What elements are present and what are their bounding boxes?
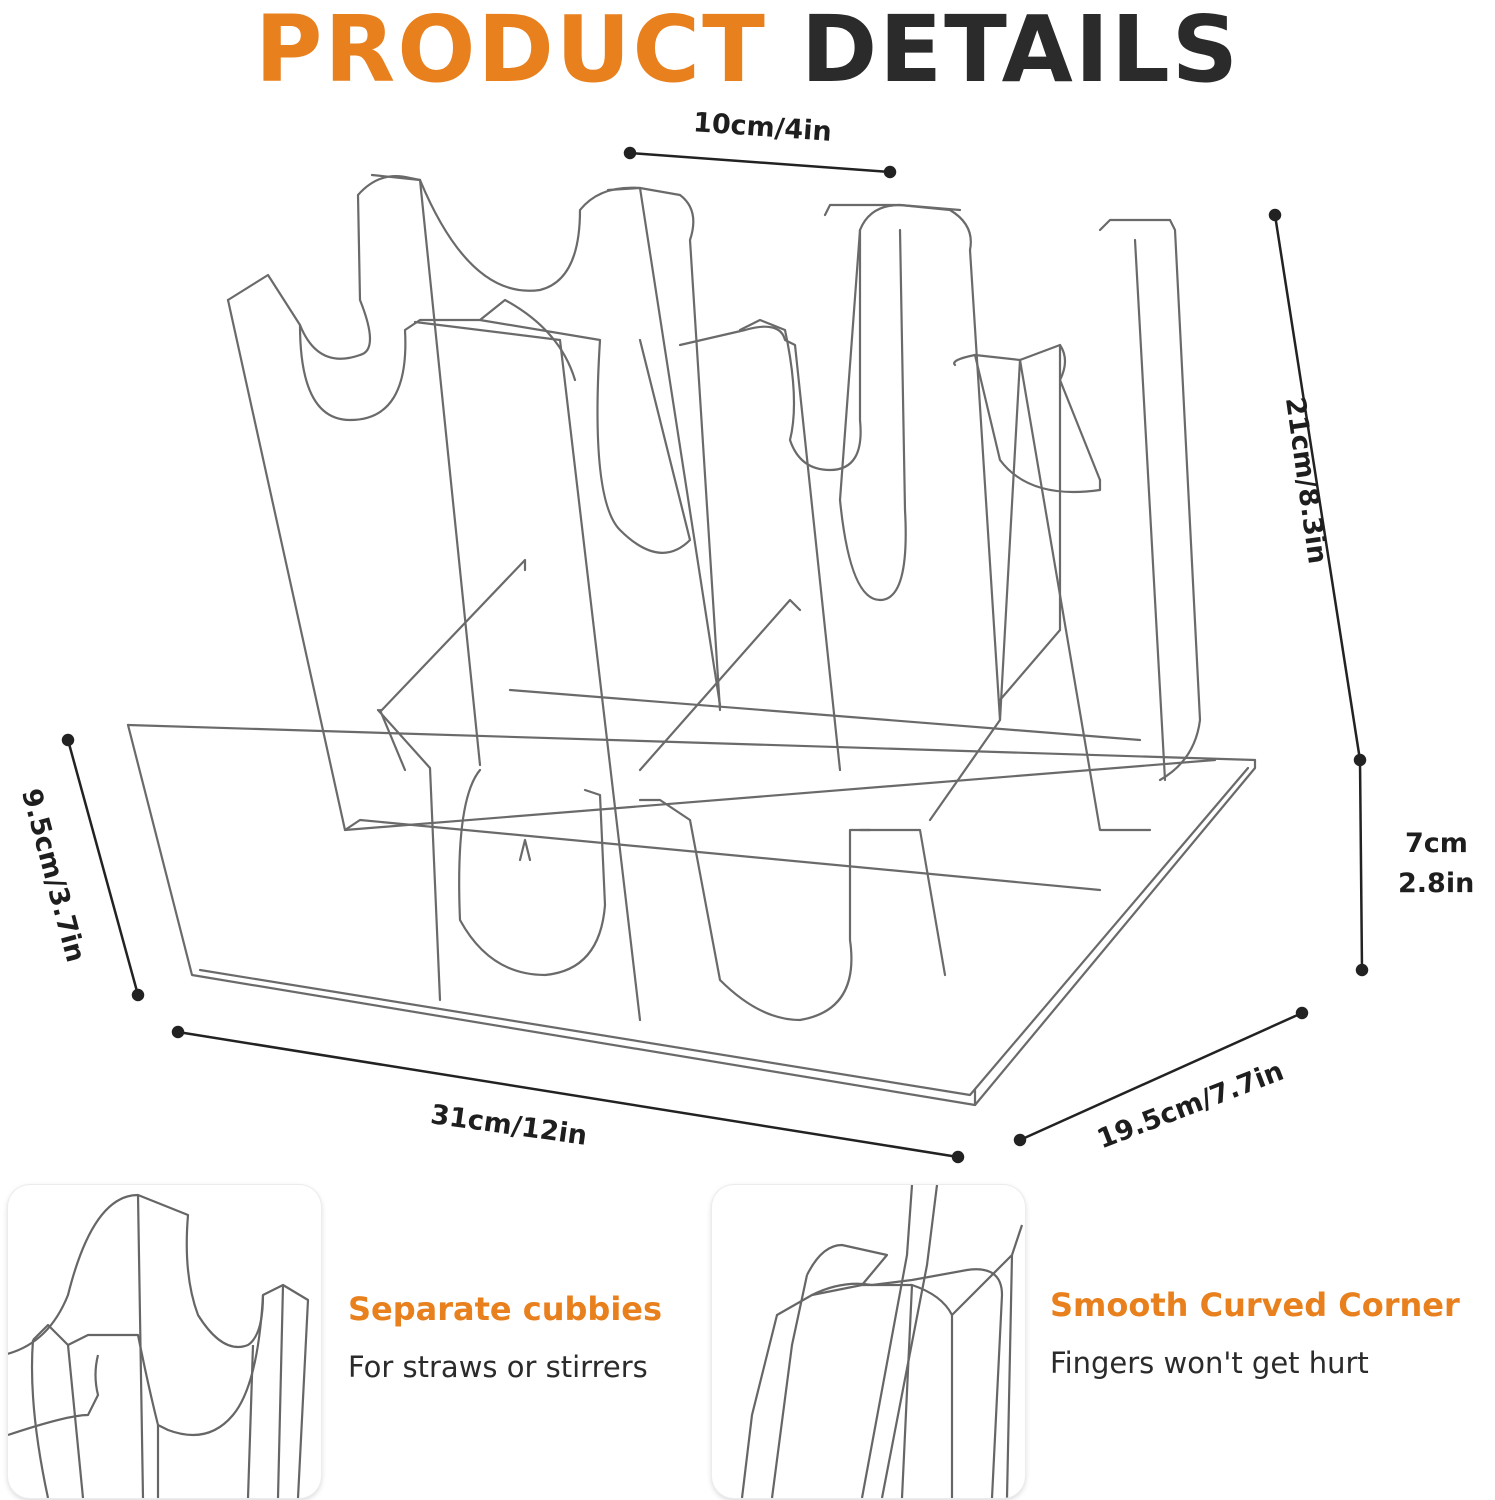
cubbies-closeup-drawing (8, 1193, 310, 1498)
acrylic-holder-outline (126, 173, 1257, 1107)
detail-image-curved-corner (712, 1185, 1025, 1498)
detail-image-cubbies (8, 1185, 321, 1498)
feature-title-cubbies: Separate cubbies (348, 1290, 663, 1328)
dim-base-height-cm: 7cm (1405, 828, 1468, 859)
product-illustration (61, 146, 1369, 1164)
page-title: PRODUCT DETAILS (0, 0, 1495, 110)
title-word-details: DETAILS (800, 0, 1240, 103)
feature-subtitle-cubbies: For straws or stirrers (348, 1350, 648, 1384)
feature-title-curved-corner: Smooth Curved Corner (1050, 1286, 1460, 1324)
feature-subtitle-curved-corner: Fingers won't get hurt (1050, 1346, 1369, 1380)
dimension-lines (61, 146, 1369, 1164)
curved-corner-closeup-drawing (740, 1185, 1024, 1498)
dim-base-height-in: 2.8in (1398, 868, 1475, 899)
title-word-product: PRODUCT (255, 0, 767, 103)
